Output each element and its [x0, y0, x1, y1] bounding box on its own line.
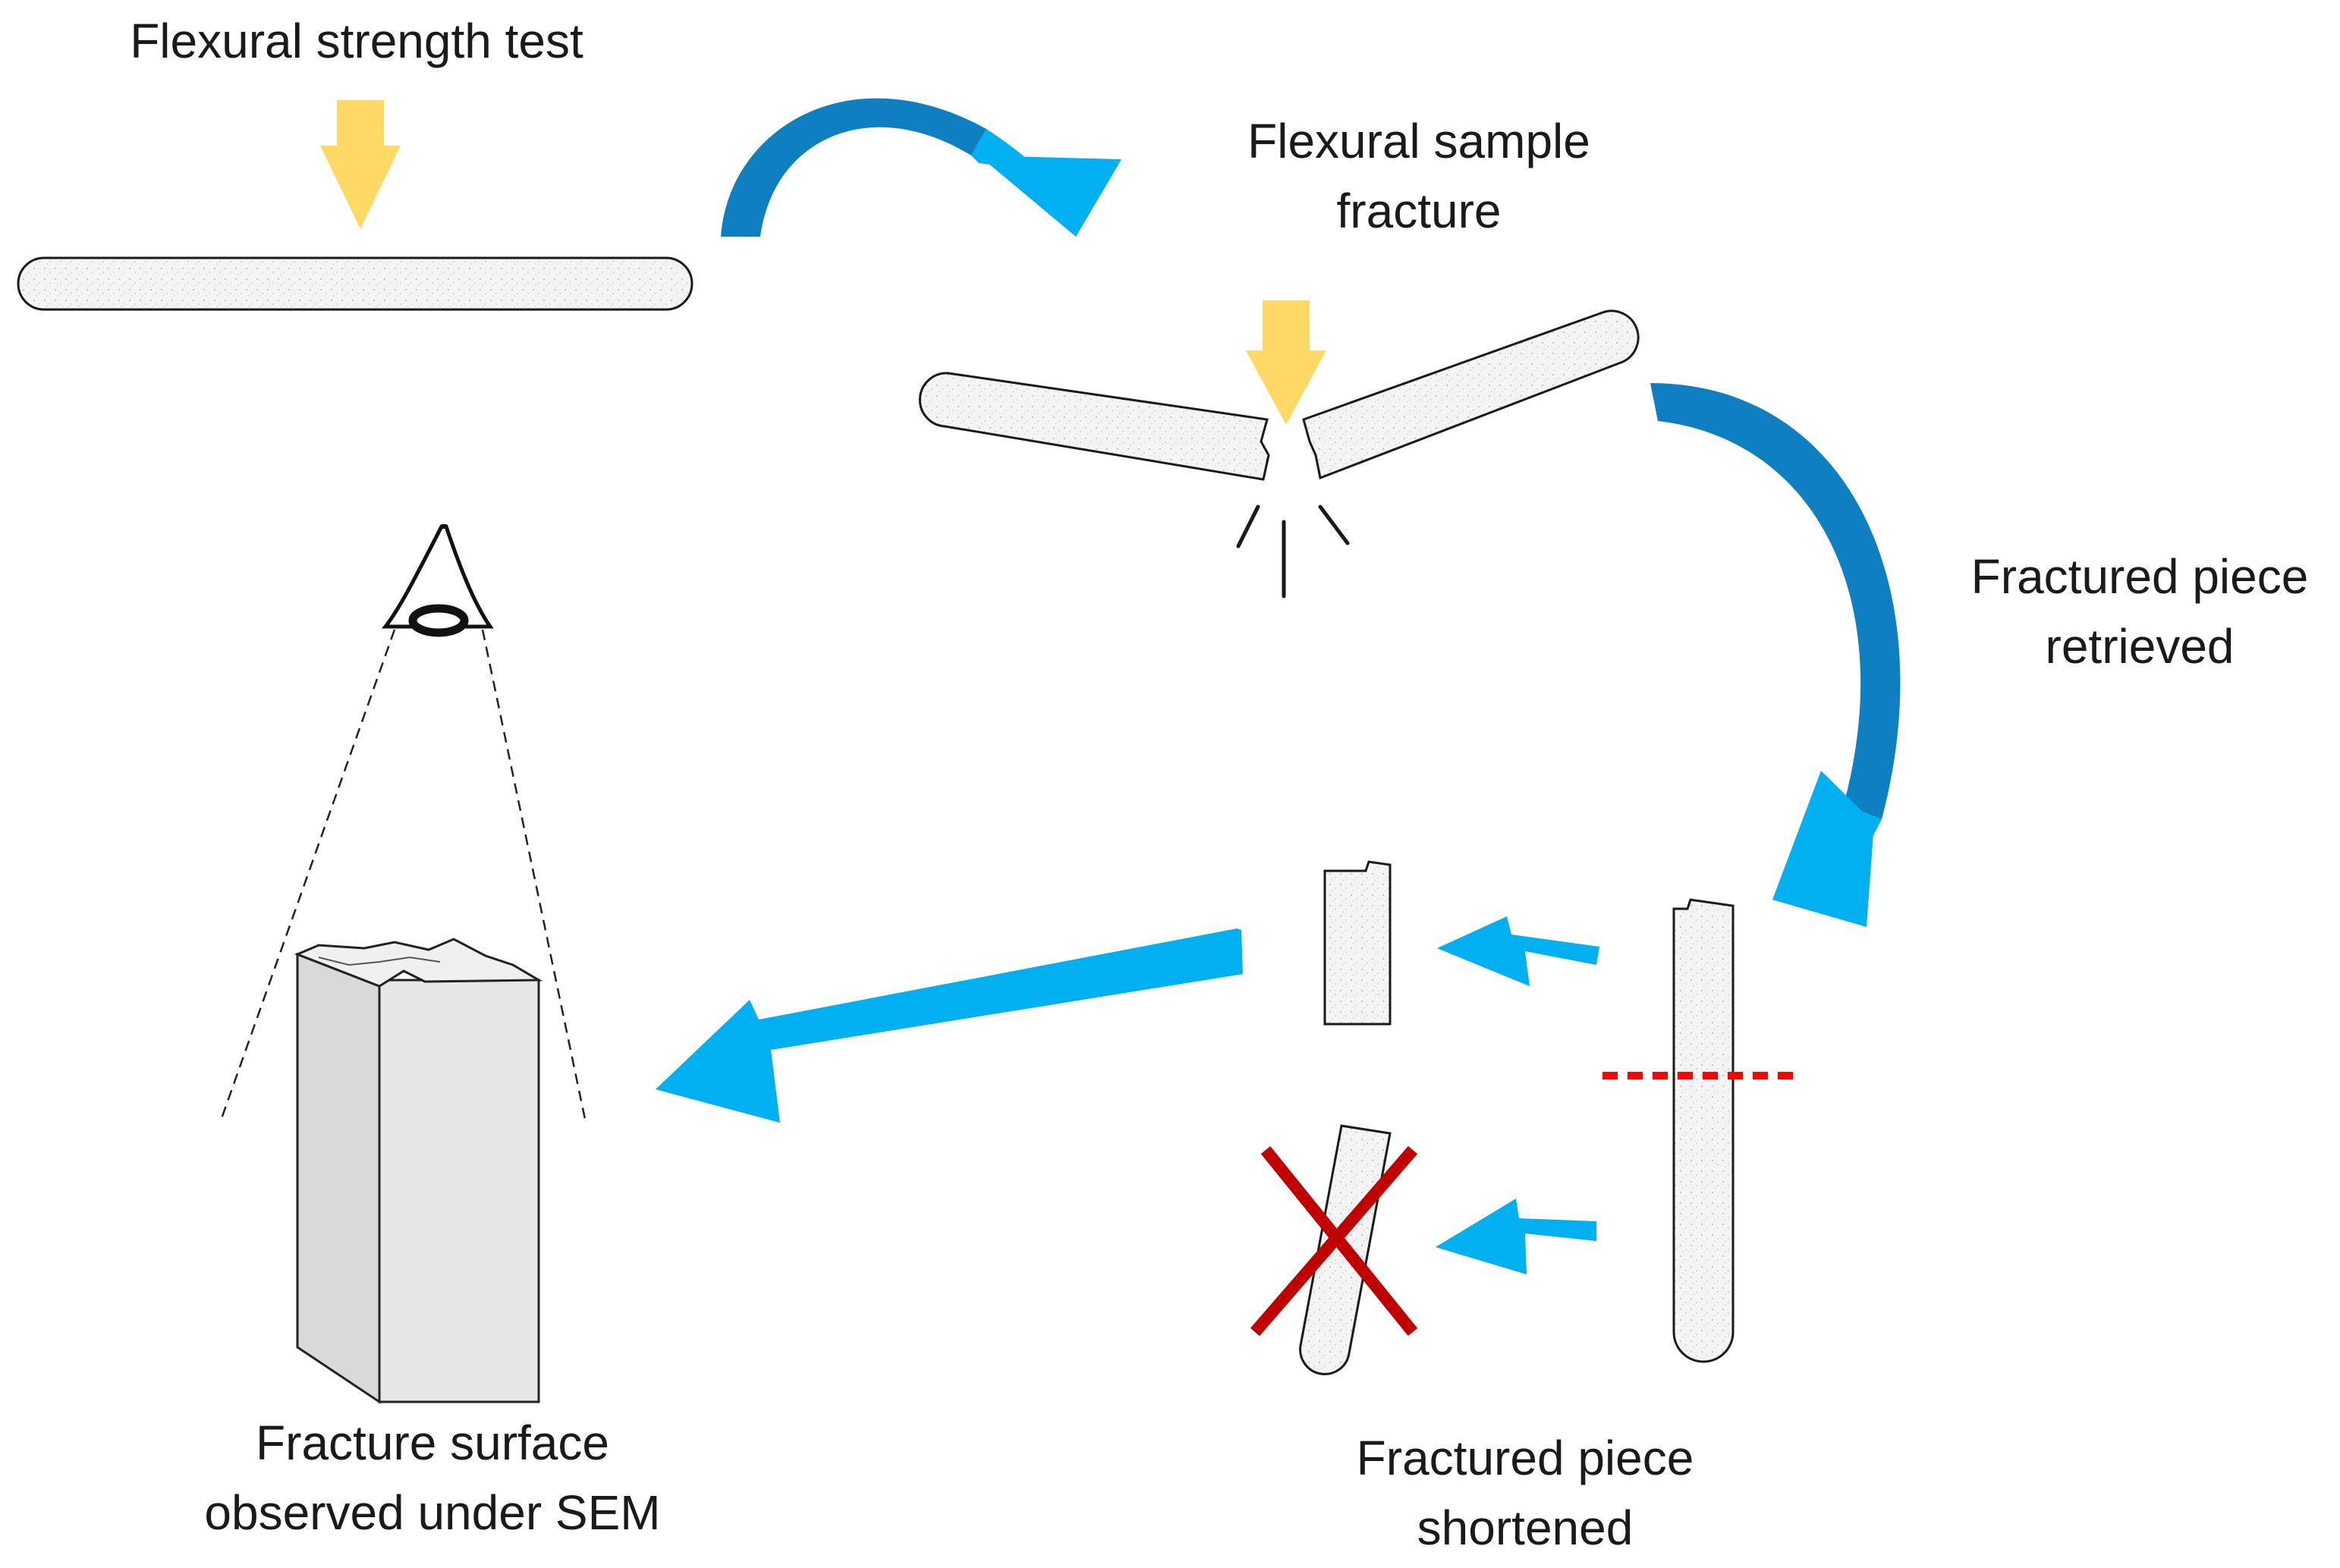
straight-flow-arrow-to-sem — [656, 929, 1243, 1123]
label-fractured-piece-retrieved: Fractured piece retrieved — [1912, 542, 2340, 681]
retrieved-fractured-piece — [1672, 898, 1735, 1363]
fractured-half-right — [1302, 310, 1640, 480]
label-fracture-surface-sem: Fracture surface observed under SEM — [129, 1408, 736, 1548]
snap-burst-icon — [1236, 504, 1350, 599]
load-arrow-icon — [320, 100, 401, 229]
sem-stage — [219, 524, 587, 1404]
label-fractured-piece-shortened: Fractured piece shortened — [1252, 1423, 1798, 1563]
fracture-surface-top — [294, 938, 543, 988]
curved-flow-arrow-2 — [1650, 383, 1901, 927]
flexural-test-stage — [17, 100, 694, 311]
small-flow-arrow-to-discard — [1436, 1199, 1596, 1274]
discard-cross-icon — [1250, 1145, 1418, 1337]
label-fracture-line2: fracture — [1336, 184, 1502, 238]
sight-line-right — [481, 629, 587, 1123]
label-retrieved-line2: retrieved — [2045, 619, 2235, 674]
label-flexural-sample-fracture: Flexural sample fracture — [1115, 106, 1722, 246]
kept-short-piece — [1323, 860, 1392, 1026]
label-sem-line2: observed under SEM — [204, 1485, 661, 1540]
discarded-piece — [1250, 1124, 1418, 1375]
label-sem-line1: Fracture surface — [256, 1416, 609, 1470]
curved-arrow-1-head-icon — [979, 156, 1121, 237]
label-shortened-line2: shortened — [1417, 1500, 1634, 1555]
flexural-specimen-bar — [17, 256, 694, 311]
label-test-line: Flexural strength test — [130, 14, 583, 68]
label-fracture-line1: Flexural sample — [1247, 114, 1590, 168]
label-shortened-line1: Fractured piece — [1356, 1431, 1694, 1485]
fracture-stage — [918, 300, 1640, 599]
small-flow-arrow-to-kept-piece — [1437, 916, 1599, 986]
curved-arrow-2-head-icon — [1772, 771, 1874, 927]
fracture-surface-block — [294, 938, 543, 1404]
fractured-piece-stage — [1250, 860, 1794, 1375]
label-retrieved-line1: Fractured piece — [1970, 549, 2309, 604]
load-arrow-icon — [1246, 300, 1326, 425]
label-flexural-strength-test: Flexural strength test — [46, 6, 668, 76]
eye-icon — [381, 524, 494, 637]
curved-flow-arrow-1 — [721, 98, 1121, 237]
fractured-half-left — [918, 372, 1270, 481]
